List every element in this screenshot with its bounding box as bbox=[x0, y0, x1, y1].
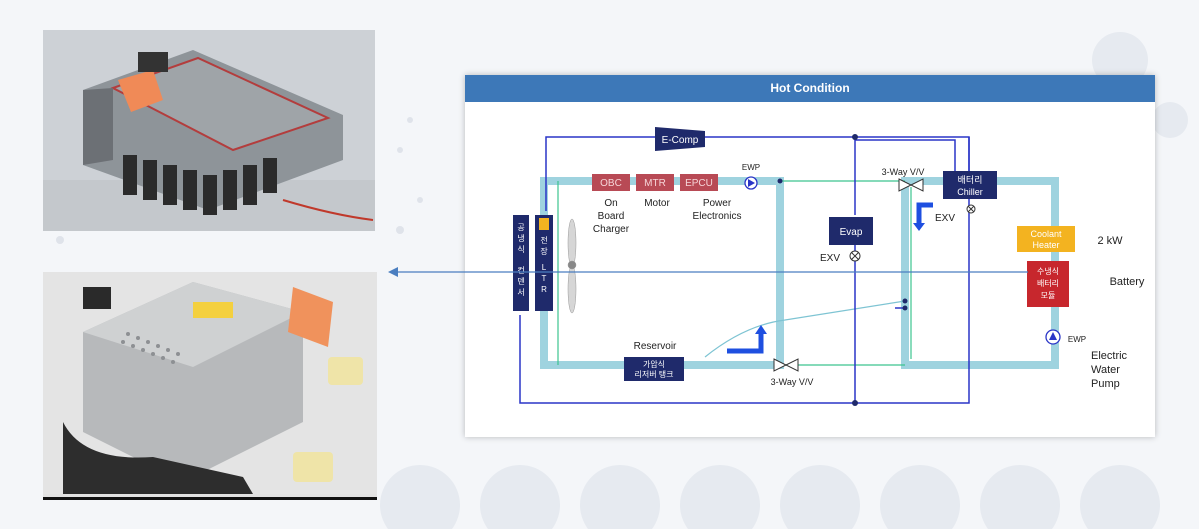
svg-text:컨: 컨 bbox=[517, 265, 524, 275]
flow-arrow-left bbox=[727, 333, 764, 354]
three-way-valve-top-icon bbox=[898, 178, 913, 192]
fan-icon bbox=[567, 218, 577, 314]
svg-text:모듈: 모듈 bbox=[1041, 291, 1056, 300]
battery-chiller-box bbox=[943, 171, 997, 199]
diagram-title: Hot Condition bbox=[465, 75, 1155, 102]
svg-text:T: T bbox=[542, 274, 547, 283]
svg-text:장: 장 bbox=[540, 246, 548, 256]
heater-photo-top bbox=[43, 30, 375, 231]
svg-text:식: 식 bbox=[517, 245, 524, 254]
svg-text:Electric: Electric bbox=[1091, 350, 1128, 362]
svg-text:리저버 탱크: 리저버 탱크 bbox=[634, 369, 673, 379]
obc-box bbox=[592, 174, 630, 191]
reservoir-line bbox=[704, 300, 906, 358]
svg-text:Electronics: Electronics bbox=[693, 211, 742, 222]
svg-text:EXV: EXV bbox=[935, 213, 955, 224]
svg-text:Board: Board bbox=[598, 211, 625, 222]
coolant-heater-box bbox=[1017, 226, 1075, 252]
air-condenser-box bbox=[513, 215, 529, 311]
svg-text:Pump: Pump bbox=[1091, 378, 1120, 390]
svg-text:L: L bbox=[542, 263, 547, 272]
svg-text:3-Way V/V: 3-Way V/V bbox=[882, 167, 925, 177]
svg-text:Coolant: Coolant bbox=[1030, 229, 1062, 239]
e-comp-label: E-Comp bbox=[662, 135, 699, 146]
svg-text:서: 서 bbox=[517, 288, 524, 297]
svg-text:EPCU: EPCU bbox=[685, 178, 713, 189]
svg-text:배터리: 배터리 bbox=[958, 175, 983, 185]
svg-text:2 kW: 2 kW bbox=[1097, 235, 1123, 247]
svg-text:Chiller: Chiller bbox=[957, 187, 983, 197]
svg-text:공: 공 bbox=[517, 223, 524, 232]
svg-text:OBC: OBC bbox=[600, 178, 622, 189]
flow-arrow-right bbox=[916, 202, 933, 225]
svg-text:수냉식: 수냉식 bbox=[1037, 266, 1059, 276]
epcu-box bbox=[680, 174, 718, 191]
svg-text:냉: 냉 bbox=[517, 233, 524, 243]
mtr-box bbox=[636, 174, 674, 191]
reservoir-box bbox=[624, 357, 684, 381]
svg-text:Evap: Evap bbox=[840, 227, 863, 238]
svg-text:EWP: EWP bbox=[742, 163, 760, 172]
svg-text:Heater: Heater bbox=[1032, 240, 1059, 250]
battery-module-box bbox=[1027, 261, 1069, 307]
ltr-box bbox=[535, 215, 553, 311]
hot-condition-diagram: E-Comp OBC MTR EPCU On Board Charger Mot… bbox=[465, 75, 1155, 437]
svg-text:Power: Power bbox=[703, 198, 732, 209]
thermal-circuit-diagram: E-Comp OBC MTR EPCU On Board Charger Mot… bbox=[513, 127, 1145, 406]
three-way-valve-bottom-icon bbox=[773, 358, 788, 372]
svg-text:덴: 덴 bbox=[517, 277, 524, 286]
svg-text:가압식: 가압식 bbox=[643, 360, 665, 369]
evap-box bbox=[829, 217, 873, 245]
heater-photo-bottom bbox=[43, 272, 377, 500]
svg-text:EWP: EWP bbox=[1068, 335, 1086, 344]
svg-text:Motor: Motor bbox=[644, 198, 670, 209]
svg-text:배터리: 배터리 bbox=[1037, 279, 1059, 288]
svg-text:3-Way V/V: 3-Way V/V bbox=[771, 377, 814, 387]
svg-text:Water: Water bbox=[1091, 364, 1120, 376]
svg-text:전: 전 bbox=[540, 235, 547, 245]
svg-text:Charger: Charger bbox=[593, 224, 630, 235]
svg-text:Battery: Battery bbox=[1110, 276, 1145, 288]
svg-text:On: On bbox=[604, 198, 617, 209]
svg-text:Reservoir: Reservoir bbox=[634, 341, 677, 352]
e-comp-box bbox=[655, 127, 705, 151]
svg-text:MTR: MTR bbox=[644, 178, 666, 189]
svg-text:R: R bbox=[541, 285, 547, 294]
svg-text:EXV: EXV bbox=[820, 253, 840, 264]
